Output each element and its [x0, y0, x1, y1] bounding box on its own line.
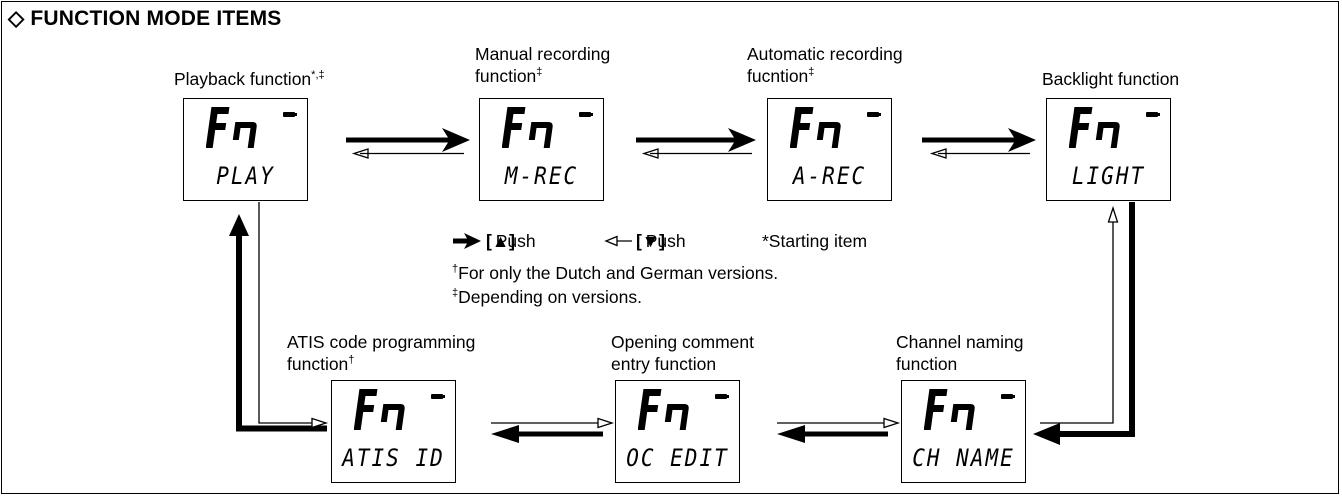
battery-icon [1001, 394, 1015, 399]
fn-icon [638, 389, 689, 430]
push-down-arrow [258, 202, 312, 424]
push-up-legend-arrow [453, 233, 481, 249]
section-title: ◇ FUNCTION MODE ITEMS [8, 7, 282, 30]
push-down-arrow [351, 148, 464, 159]
lcd-opening-comment: OC EDIT [615, 380, 740, 483]
push-up-arrow [891, 427, 1020, 441]
display-text: CH NAME [912, 444, 1015, 472]
push-up-arrow [1033, 202, 1135, 445]
fn-icon [502, 107, 553, 148]
display-text: M-REC [504, 162, 579, 190]
label-backlight: Backlight function [1042, 69, 1180, 89]
starting-item-note: *Starting item [762, 231, 868, 251]
battery-icon [867, 112, 881, 117]
battery-icon [431, 394, 445, 399]
lcd-backlight: LIGHT [1046, 98, 1171, 201]
display-text: OC EDIT [626, 444, 729, 472]
battery-icon [1146, 112, 1160, 117]
push-up-arrow [229, 214, 327, 432]
lcd-channel-naming: CH NAME [901, 380, 1026, 483]
push-up-arrow [777, 425, 888, 443]
fn-icon [1069, 107, 1120, 148]
fn-icon [924, 389, 975, 430]
push-up-arrow [636, 128, 756, 152]
fn-icon [206, 107, 257, 148]
push-down-arrow [929, 148, 1030, 159]
display-text: LIGHT [1071, 162, 1146, 190]
battery-icon [715, 394, 729, 399]
push-down-arrow [1040, 222, 1114, 424]
battery-icon [283, 112, 297, 117]
push-up-arrow [346, 128, 470, 152]
lcd-playback: PLAY [183, 98, 308, 201]
fn-icon [790, 107, 841, 148]
fn-icon [354, 389, 405, 430]
push-down-arrow [641, 148, 752, 159]
push-up-arrow [491, 425, 603, 443]
display-text: PLAY [216, 162, 275, 190]
push-down-legend-arrow [604, 235, 632, 247]
display-text: ATIS ID [342, 444, 445, 472]
lcd-automatic-recording: A-REC [767, 98, 892, 201]
footnote-double-dagger: ‡Depending on versions. [452, 287, 642, 307]
battery-icon [579, 112, 593, 117]
footnote-dagger: †For only the Dutch and German versions. [452, 263, 779, 283]
display-text: A-REC [792, 162, 867, 190]
label-playback: Playback function*,‡ [174, 69, 325, 89]
lcd-manual-recording: M-REC [479, 98, 604, 201]
push-up-arrow [922, 128, 1036, 152]
lcd-atis-code: ATIS ID [331, 380, 456, 483]
